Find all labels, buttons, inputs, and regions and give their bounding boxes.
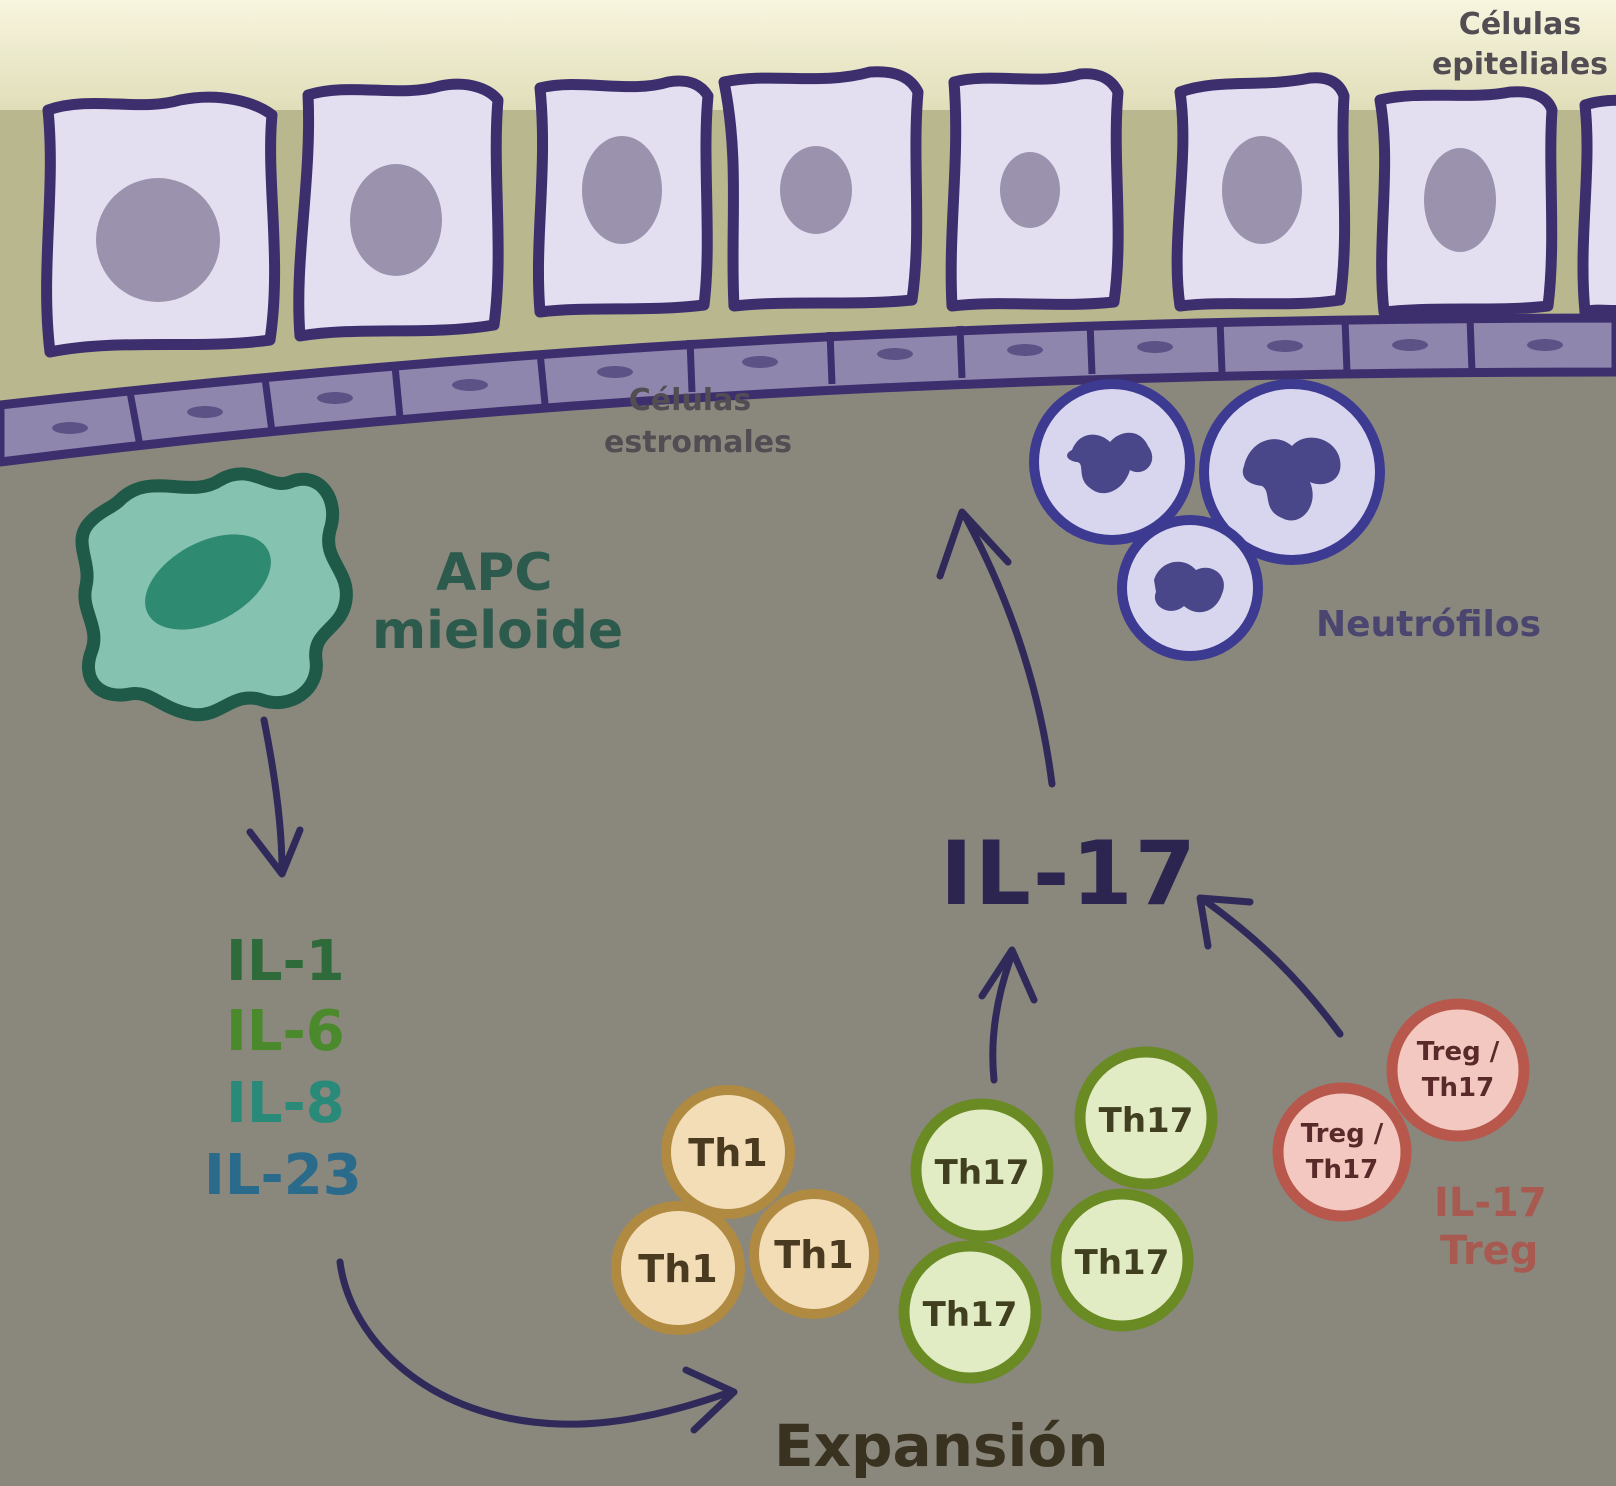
stromal-cells-label-line2: estromales <box>604 425 792 460</box>
svg-text:Th17: Th17 <box>923 1295 1018 1335</box>
il17-treg-label: IL-17 <box>1434 1180 1547 1226</box>
svg-text:Treg /: Treg / <box>1417 1037 1500 1067</box>
epithelial-cell-row <box>41 66 1616 358</box>
th17-cell: Th17 <box>898 1240 1042 1384</box>
epithelial-cell <box>532 75 714 318</box>
cytokine-list: IL-1 IL-6 IL-8 IL-23 <box>204 929 362 1208</box>
stromal-cell-layer <box>0 313 1616 467</box>
expansion-label: Expansión <box>774 1412 1109 1480</box>
il17-treg-label-line2: Treg <box>1440 1228 1538 1274</box>
neutrophil-cell <box>1199 379 1385 565</box>
th1-cell: Th1 <box>749 1189 879 1319</box>
th17-cell-group: Th17 Th17 Th17 Th17 <box>898 1046 1218 1384</box>
svg-text:Th1: Th1 <box>688 1131 767 1175</box>
svg-text:Th17: Th17 <box>1422 1073 1494 1103</box>
th17-cell: Th17 <box>910 1098 1054 1242</box>
neutrophil-group <box>1029 379 1385 661</box>
cytokine-item: IL-6 <box>226 999 345 1064</box>
th1-cell: Th1 <box>661 1085 795 1219</box>
neutrophil-cell <box>1117 515 1263 661</box>
stromal-cells-label: Células <box>629 383 751 418</box>
apc-cell <box>75 467 353 722</box>
svg-text:Th17: Th17 <box>1099 1101 1194 1141</box>
cytokine-item: IL-1 <box>226 929 345 994</box>
epithelial-cell <box>718 66 924 312</box>
epithelial-cell <box>41 91 281 358</box>
epithelial-cells-label: Células <box>1459 7 1581 42</box>
svg-text:Th17: Th17 <box>935 1153 1030 1193</box>
neutrophil-cell <box>1029 379 1195 545</box>
epithelial-cell <box>945 68 1124 312</box>
treg-th17-cell-group: Treg / Th17 Treg / Th17 <box>1272 998 1530 1222</box>
th1-cell-group: Th1 Th1 Th1 <box>611 1085 879 1335</box>
apc-label-line2: mieloide <box>372 601 623 661</box>
svg-text:Th1: Th1 <box>774 1233 853 1277</box>
epithelial-cells-label-line2: epiteliales <box>1432 47 1608 82</box>
epithelial-cell <box>1577 94 1616 318</box>
th1-cell: Th1 <box>611 1201 745 1335</box>
arrow-treg-to-il17 <box>1196 894 1344 1038</box>
arrow-il17-to-neutrophils <box>936 508 1056 788</box>
epithelial-cell <box>1171 72 1351 312</box>
epithelial-cell <box>1374 86 1558 318</box>
th17-cell: Th17 <box>1074 1046 1218 1190</box>
svg-text:Th17: Th17 <box>1306 1155 1378 1185</box>
cytokine-item: IL-8 <box>226 1071 345 1136</box>
svg-text:Th17: Th17 <box>1075 1243 1170 1283</box>
arrow-cytokines-to-expansion <box>336 1258 738 1434</box>
arrow-apc-to-cytokines <box>246 716 304 878</box>
treg-th17-cell: Treg / Th17 <box>1272 1082 1412 1222</box>
epithelial-cell <box>293 78 504 342</box>
neutrophils-label: Neutrófilos <box>1316 604 1541 645</box>
arrow-th17-to-il17 <box>978 946 1038 1084</box>
svg-text:Treg /: Treg / <box>1301 1119 1384 1149</box>
cytokine-item: IL-23 <box>204 1143 362 1208</box>
treg-th17-cell: Treg / Th17 <box>1386 998 1530 1142</box>
il17-label: IL-17 <box>940 822 1198 925</box>
apc-label: APC <box>436 543 553 603</box>
svg-text:Th1: Th1 <box>638 1247 717 1291</box>
th17-cell: Th17 <box>1050 1188 1194 1332</box>
